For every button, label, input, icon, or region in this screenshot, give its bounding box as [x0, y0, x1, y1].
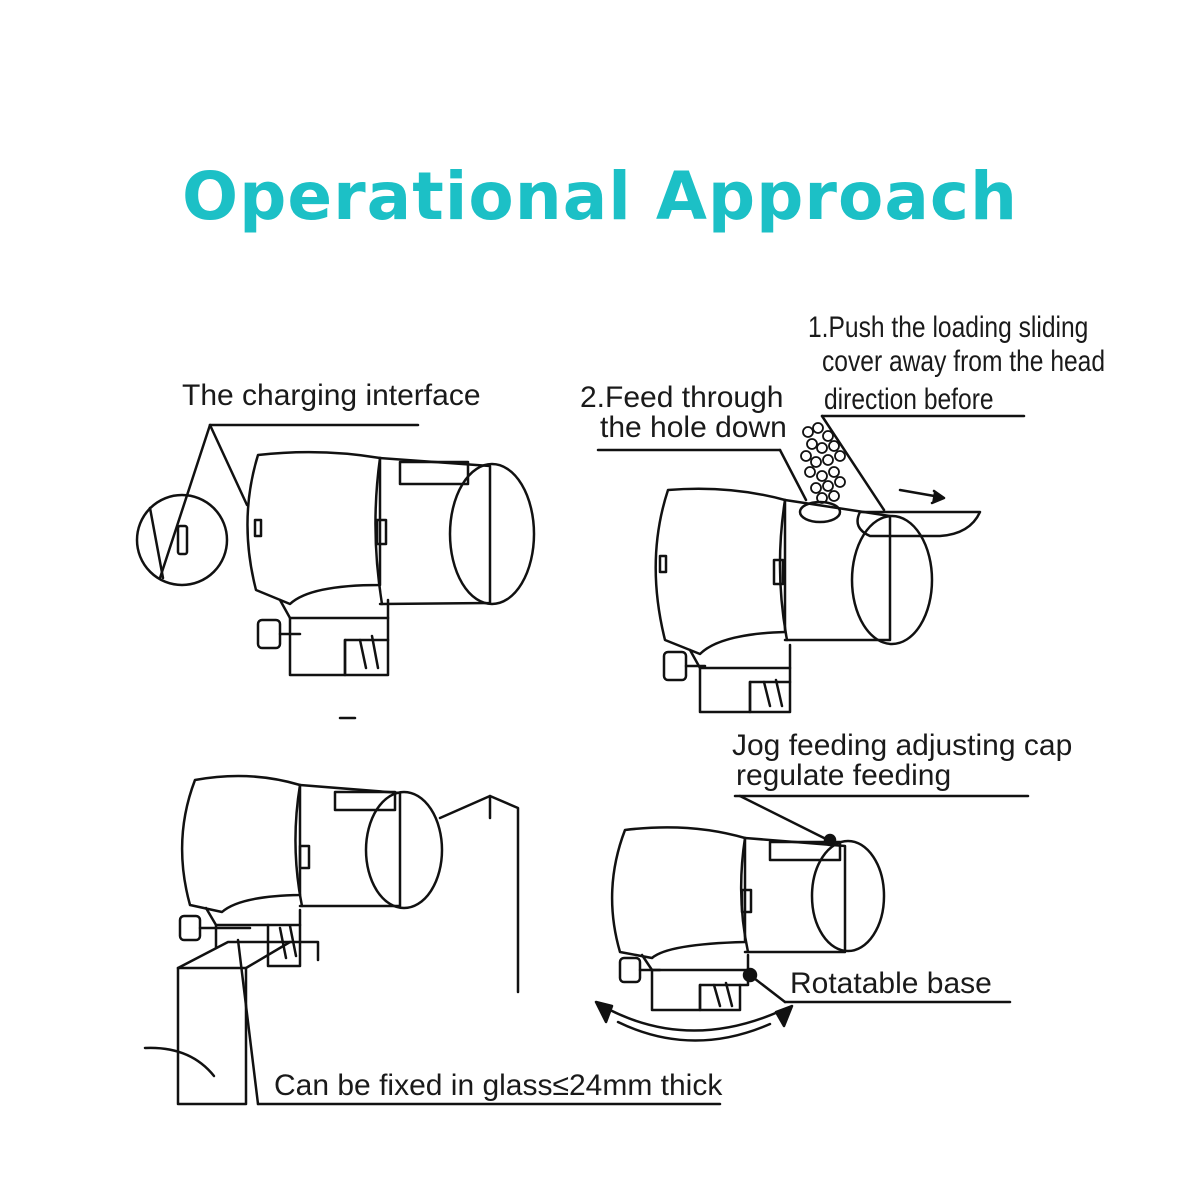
label-rotatable-base: Rotatable base: [790, 968, 992, 1000]
feeder-rotation-view: [596, 796, 1028, 1041]
side-button: [377, 520, 386, 544]
label-charging-interface: The charging interface: [182, 380, 481, 412]
label-glass-thickness: Can be fixed in glass≤24mm thick: [274, 1070, 722, 1102]
rotation-arrow-icon: [610, 1010, 778, 1031]
feeder-loading-view: [598, 416, 1024, 712]
knob-icon: [620, 958, 640, 982]
food-pellets-icon: [801, 423, 845, 503]
label-push-line-2: cover away from the head: [822, 346, 1105, 378]
knob-icon: [664, 652, 686, 680]
label-push-line-3: direction before: [824, 384, 994, 416]
usb-port-icon: [178, 526, 187, 554]
feeder-charging-view: [137, 425, 534, 718]
label-jog-line-1: Jog feeding adjusting cap: [732, 730, 1072, 762]
knob-icon: [180, 916, 200, 940]
feeder-mounted-view: [145, 776, 720, 1104]
label-feed-line-2: the hole down: [600, 412, 787, 444]
display-window: [400, 462, 468, 484]
label-jog-line-2: regulate feeding: [736, 760, 951, 792]
charge-port: [255, 520, 261, 536]
knob-icon: [258, 620, 280, 648]
label-push-line-1: 1.Push the loading sliding: [808, 312, 1088, 344]
label-feed-line-1: 2.Feed through: [580, 382, 783, 414]
